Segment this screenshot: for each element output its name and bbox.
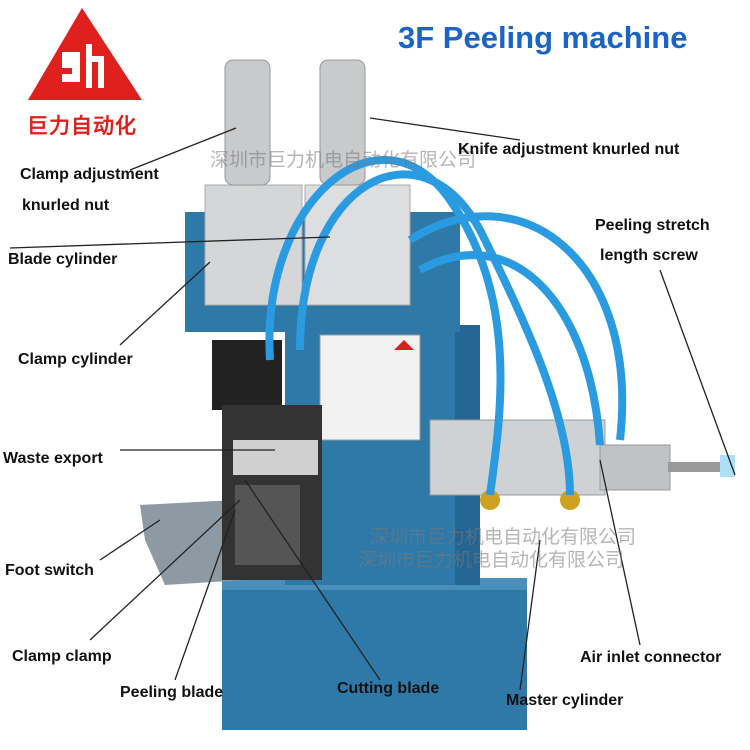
master-cylinder-body (429, 419, 606, 496)
watermark: 深圳市巨力机电自动化有限公司 (210, 149, 477, 171)
label-master-cylinder: Master cylinder (506, 692, 624, 709)
label-peeling-stretch-2: length screw (600, 247, 698, 264)
label-knife-adjustment: Knife adjustment knurled nut (458, 141, 680, 158)
label-clamp-clamp: Clamp clamp (12, 648, 112, 665)
logo-triangle (28, 8, 142, 100)
label-blade-cylinder: Blade cylinder (8, 251, 118, 268)
label-peeling-blade: Peeling blade (120, 684, 224, 701)
leader-lines (9, 117, 736, 691)
foot-pedal (140, 500, 245, 585)
label-air-inlet-connector: Air inlet connector (580, 649, 722, 666)
nameplate (319, 334, 421, 441)
label-clamp-adjustment-2: knurled nut (22, 197, 110, 214)
clamp-knurled-nut (224, 59, 271, 186)
logo-mark (62, 44, 104, 88)
logo-text: 巨力自动化 (27, 114, 137, 138)
watermark: 深圳市巨力机电自动化有限公司 (358, 549, 625, 571)
watermark: 深圳市巨力机电自动化有限公司 (370, 526, 637, 548)
base-plate (222, 578, 527, 730)
page-title: 3F Peeling machine (398, 20, 688, 55)
knife-knurled-nut (319, 59, 366, 186)
label-clamp-adjustment: Clamp adjustment (20, 166, 159, 183)
label-cutting-blade: Cutting blade (337, 680, 440, 697)
label-clamp-cylinder: Clamp cylinder (18, 351, 133, 368)
label-foot-switch: Foot switch (5, 562, 94, 579)
label-peeling-stretch: Peeling stretch (595, 217, 710, 234)
label-waste-export: Waste export (3, 450, 103, 467)
